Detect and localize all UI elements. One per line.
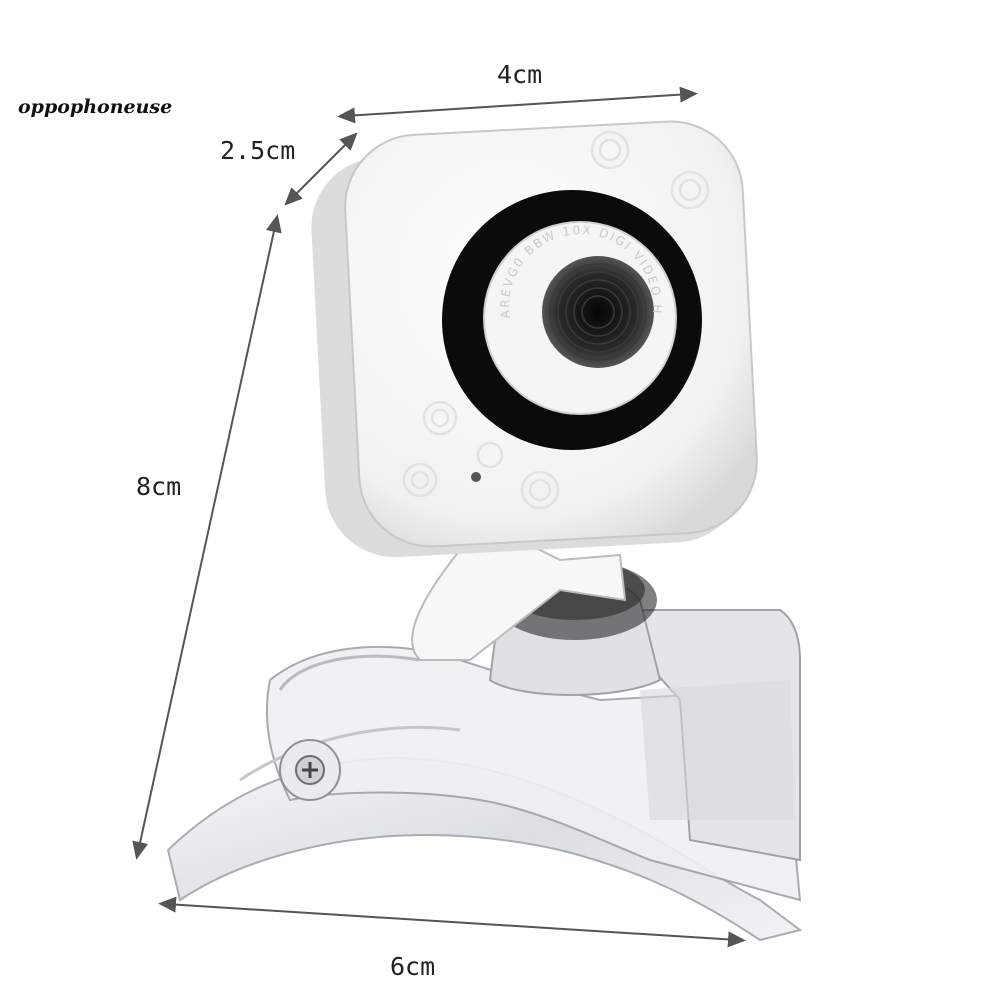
microphone-hole bbox=[471, 472, 481, 482]
dimension-line-depth bbox=[284, 132, 358, 206]
dimension-line-width bbox=[337, 86, 698, 124]
width-label: 4cm bbox=[497, 60, 543, 89]
dimension-line-base bbox=[158, 896, 746, 948]
camera-neck bbox=[411, 538, 627, 661]
depth-label: 2.5cm bbox=[220, 136, 296, 165]
watermark: oppophoneuse bbox=[18, 96, 173, 118]
base-label: 6cm bbox=[390, 952, 436, 981]
dimension-line-height bbox=[132, 214, 282, 860]
height-label: 8cm bbox=[136, 472, 182, 501]
